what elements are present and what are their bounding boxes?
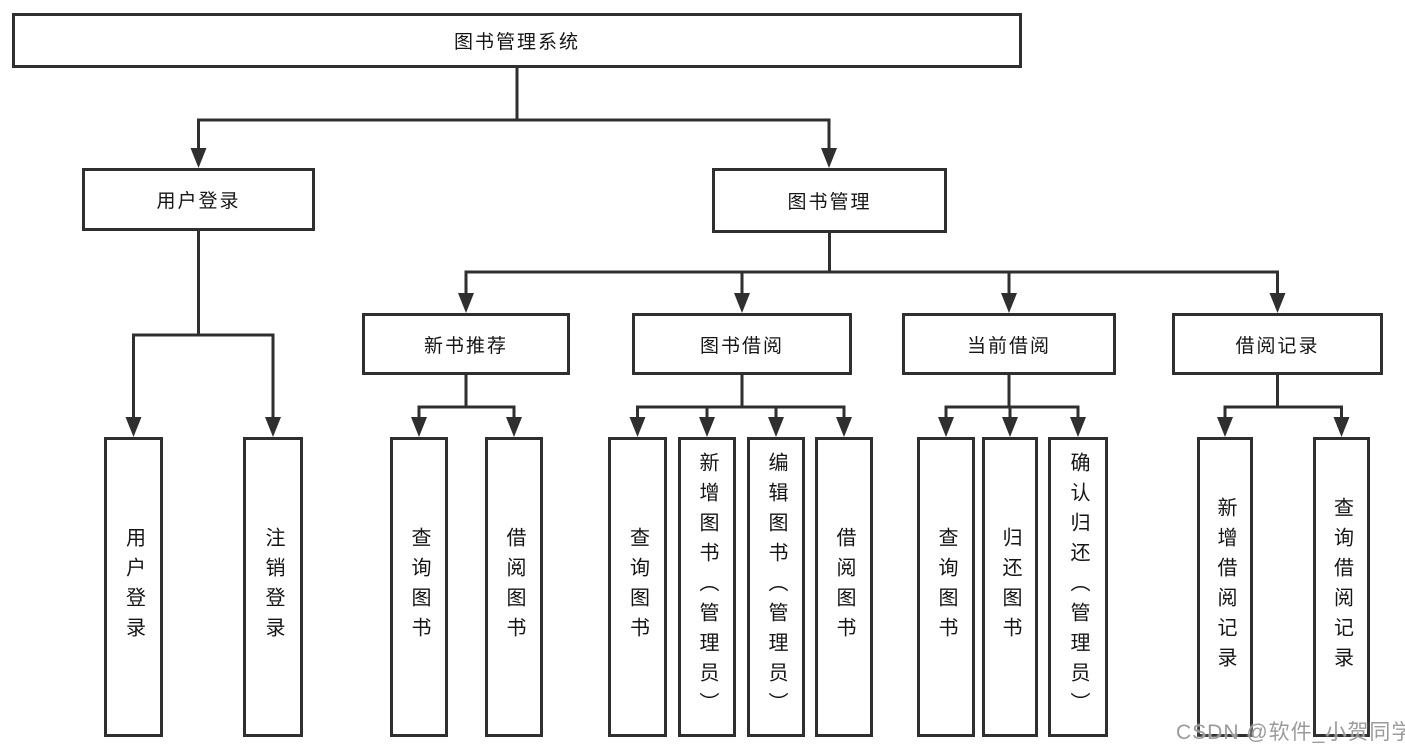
leaf-box-confirm-return-admin: 确认归还（管理员） [1048,437,1108,737]
leaf-label: 查询图书 [408,527,430,647]
node-label: 图书借阅 [699,335,784,357]
leaf-box-query-borrow-record: 查询借阅记录 [1313,437,1370,737]
leaf-label: 确认归还（管理员） [1067,452,1089,722]
leaf-label: 查询借阅记录 [1330,497,1353,677]
leaf-box-user-login: 用户登录 [104,437,163,737]
leaf-box-query-books-3: 查询图书 [917,437,975,737]
leaf-box-edit-book-admin: 编辑图书（管理员） [747,437,805,737]
watermark: CSDN @软件_小贺同学 [1176,721,1405,744]
leaf-box-query-books-1: 查询图书 [390,437,448,737]
leaf-box-borrow-books-1: 借阅图书 [485,437,543,737]
leaf-label: 新增借阅记录 [1214,497,1236,677]
node-label: 当前借阅 [966,335,1051,357]
leaf-label: 查询图书 [626,527,649,647]
leaf-box-query-books-2: 查询图书 [608,437,667,737]
node-box-current-borrow: 当前借阅 [902,313,1116,375]
leaf-label: 用户登录 [122,527,145,647]
leaf-label: 借阅图书 [503,527,525,647]
node-label: 图书管理系统 [453,32,580,53]
node-box-new-book-recommend: 新书推荐 [362,313,570,375]
leaf-box-add-borrow-record: 新增借阅记录 [1197,437,1253,737]
leaf-label: 借阅图书 [833,527,855,647]
node-box-borrow-records: 借阅记录 [1172,313,1383,375]
node-label: 用户登录 [156,191,241,212]
node-label: 新书推荐 [423,335,508,357]
leaf-label: 新增图书（管理员） [696,452,718,722]
node-box-root: 图书管理系统 [12,13,1022,68]
node-box-user-login: 用户登录 [82,168,315,231]
leaf-label: 注销登录 [262,527,284,647]
leaf-label: 归还图书 [999,527,1021,647]
node-box-book-management: 图书管理 [712,168,947,233]
leaf-box-logout: 注销登录 [243,437,303,737]
leaf-box-return-book: 归还图书 [982,437,1038,737]
leaf-label: 查询图书 [935,527,957,647]
node-label: 借阅记录 [1235,335,1320,357]
leaf-box-add-book-admin: 新增图书（管理员） [678,437,736,737]
leaf-box-borrow-books-2: 借阅图书 [815,437,873,737]
leaf-label: 编辑图书（管理员） [765,452,787,722]
node-box-book-borrow: 图书借阅 [632,313,852,375]
node-label: 图书管理 [787,192,872,213]
